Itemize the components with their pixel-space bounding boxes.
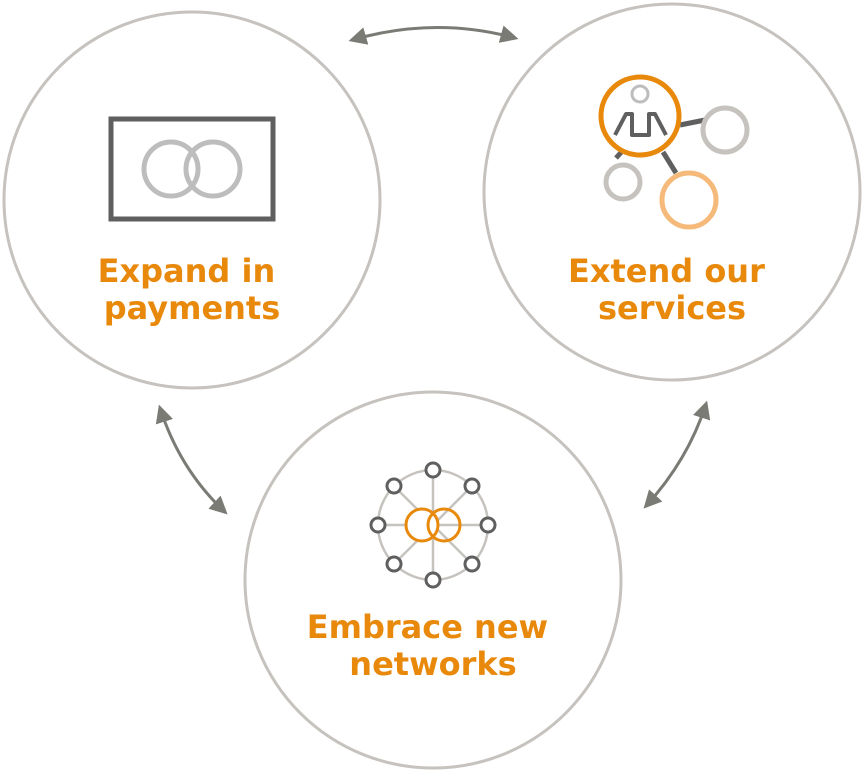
network-hub-icon	[369, 461, 497, 589]
label-expand-line-1: Expand in	[98, 252, 276, 290]
label-extend: Extend our services	[568, 252, 776, 327]
node-circle-expand	[2, 10, 382, 390]
label-expand-line-2: payments	[104, 289, 281, 327]
label-extend-line-1: Extend our	[568, 252, 765, 290]
node-circle-extend	[482, 2, 862, 382]
card-with-rings-icon	[108, 116, 276, 222]
arrow-expand-embrace	[155, 404, 228, 515]
label-extend-line-2: services	[598, 289, 746, 327]
label-expand: Expand in payments	[98, 252, 287, 327]
label-embrace-line-2: networks	[349, 645, 516, 683]
person-network-icon	[598, 74, 750, 230]
arrow-extend-embrace	[643, 400, 711, 509]
label-embrace: Embrace new networks	[307, 608, 559, 683]
arrow-expand-extend	[348, 25, 519, 45]
label-embrace-line-1: Embrace new	[307, 608, 548, 646]
